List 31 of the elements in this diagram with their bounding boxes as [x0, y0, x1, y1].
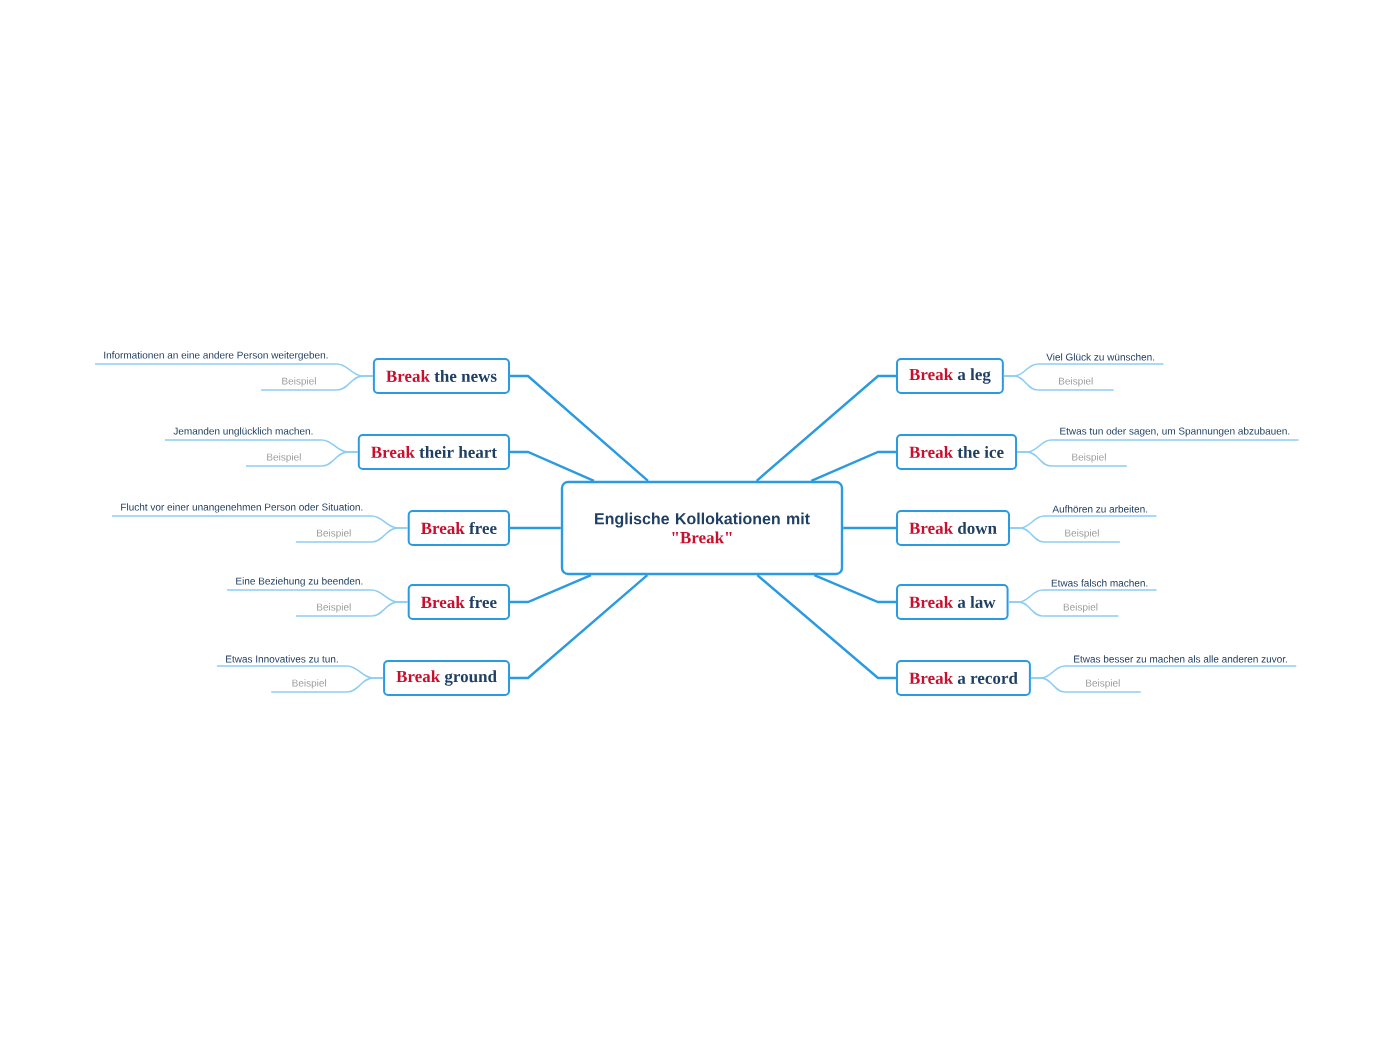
branch-box: Break free — [407, 510, 510, 546]
connector — [756, 574, 896, 680]
branch-box: Break down — [896, 510, 1010, 546]
branch-box: Break free — [407, 584, 510, 620]
connector — [370, 601, 409, 617]
branch-box: Break their heart — [357, 434, 510, 470]
connector — [370, 527, 409, 543]
branch-box: Break a leg — [896, 358, 1004, 394]
connector — [346, 677, 384, 693]
connector — [1007, 601, 1044, 617]
connector — [510, 526, 561, 530]
connector — [510, 574, 592, 604]
branch-box: Break a record — [896, 660, 1031, 696]
connector — [813, 574, 896, 604]
connector — [510, 450, 595, 482]
connector — [510, 574, 649, 680]
branch-box: Break the ice — [896, 434, 1018, 470]
branch-box: Break a law — [896, 584, 1009, 620]
branch-box: Break ground — [383, 660, 510, 696]
connector — [510, 374, 649, 482]
connector — [1016, 451, 1052, 467]
connector — [1003, 375, 1039, 391]
connector — [843, 526, 896, 530]
connector — [810, 450, 896, 482]
connector — [1030, 677, 1066, 693]
branch-box: Break the news — [372, 358, 510, 394]
topic-box: Englische Kollokationen mit "Break" — [560, 480, 844, 576]
connector — [336, 375, 374, 391]
connector — [321, 451, 359, 467]
connector — [755, 374, 896, 482]
connector — [1009, 527, 1045, 543]
